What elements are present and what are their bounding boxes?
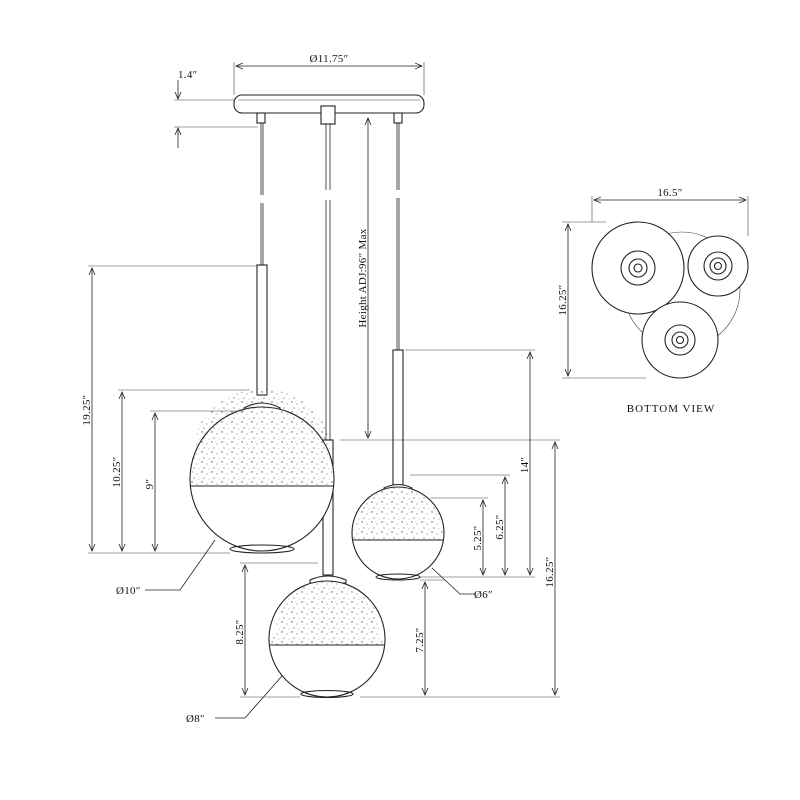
medium-glass-height-label: 8.25″ — [234, 619, 246, 644]
medium-band-dimension: 7.25″ — [360, 579, 560, 698]
large-pendant-dimensions: 19.25″ 10.25″ 9″ Ø10″ — [81, 265, 257, 597]
small-rod-label: 14″ — [519, 457, 531, 473]
bottom-depth-label: 16.25″ — [557, 284, 569, 315]
large-diameter-label: Ø10″ — [116, 585, 141, 597]
medium-pendant-dimensions: 8.25″ Ø8″ — [186, 562, 318, 725]
overall-bottom-dimension: 16.25″ — [544, 442, 556, 695]
bottom-view: 16.5″ 16.25″ BOTTOM VIEW — [557, 187, 749, 415]
bottom-small-disc — [687, 235, 749, 297]
height-adjust-label: Height ADJ:96″ Max — [357, 228, 369, 327]
overall-bottom-label: 16.25″ — [544, 556, 556, 587]
canopy-diameter-label: Ø11.75″ — [310, 53, 349, 65]
canopy — [233, 94, 425, 125]
small-glass-height-label: 6.25″ — [494, 514, 506, 539]
medium-diameter-label: Ø8″ — [186, 713, 205, 725]
bottom-medium-disc — [641, 301, 719, 379]
small-band-label: 5.25″ — [472, 525, 484, 550]
large-band-label: 9″ — [144, 479, 156, 490]
height-adjust-dimension: Height ADJ:96″ Max — [340, 118, 560, 441]
small-pendant-dimensions: 14″ 6.25″ 5.25″ Ø6″ — [405, 349, 535, 601]
small-diameter-label: Ø6″ — [474, 589, 493, 601]
bottom-view-label: BOTTOM VIEW — [627, 403, 716, 415]
medium-band-label: 7.25″ — [414, 627, 426, 652]
bottom-large-disc — [591, 221, 685, 315]
bottom-width-label: 16.5″ — [657, 187, 682, 199]
large-glass-height-label: 10.25″ — [111, 456, 123, 487]
canopy-height-dimension: 1.4″ — [174, 69, 258, 148]
large-pendant — [189, 388, 335, 554]
small-pendant — [351, 483, 445, 581]
medium-pendant — [268, 575, 386, 699]
canopy-diameter-dimension: Ø11.75″ — [233, 53, 425, 95]
large-overall-label: 19.25″ — [81, 394, 93, 425]
canopy-height-label: 1.4″ — [178, 69, 198, 81]
